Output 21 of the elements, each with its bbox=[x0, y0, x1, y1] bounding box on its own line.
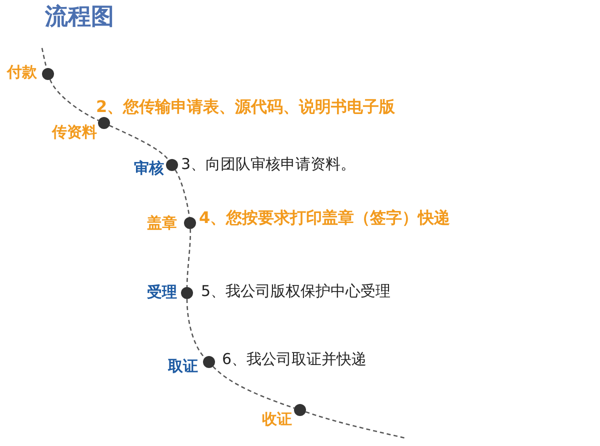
step-text: 2、您传输申请表、源代码、说明书电子版 bbox=[96, 97, 396, 117]
step-text: 5、我公司版权保护中心受理 bbox=[201, 282, 391, 301]
step-label: 取证 bbox=[168, 357, 198, 376]
dashed-line bbox=[212, 366, 295, 409]
step-label: 盖章 bbox=[147, 214, 177, 233]
dashed-line bbox=[186, 228, 192, 288]
step-label: 付款 bbox=[7, 63, 37, 82]
dashed-line bbox=[174, 170, 190, 218]
step-label: 传资料 bbox=[52, 123, 97, 142]
dashed-line bbox=[41, 48, 48, 68]
step-text: 4、您按要求打印盖章（签字）快递 bbox=[199, 208, 450, 228]
step-label: 受理 bbox=[147, 283, 177, 302]
step-text: 6、我公司取证并快递 bbox=[222, 350, 367, 369]
dashed-line bbox=[306, 411, 406, 439]
step-label: 审核 bbox=[134, 159, 164, 178]
dashed-line bbox=[186, 298, 206, 358]
step-label: 收证 bbox=[262, 410, 292, 429]
title: 流程图 bbox=[45, 3, 114, 32]
dashed-line bbox=[109, 124, 169, 161]
dashed-line bbox=[50, 79, 99, 122]
step-text: 3、向团队审核申请资料。 bbox=[181, 155, 356, 174]
